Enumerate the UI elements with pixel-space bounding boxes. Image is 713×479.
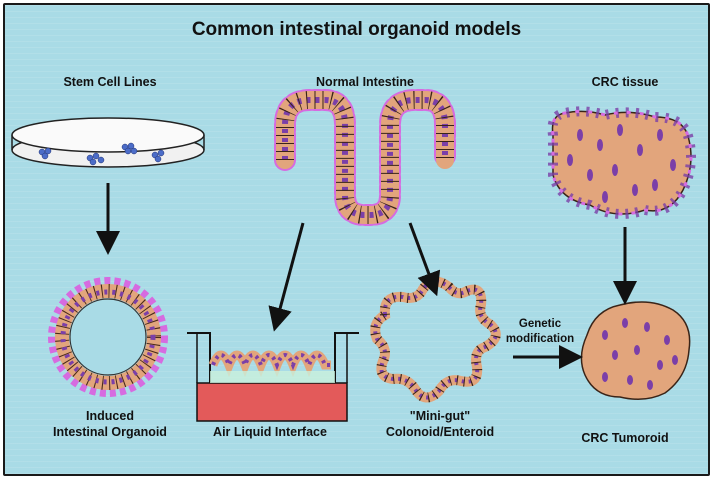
ali-label: Air Liquid Interface (213, 425, 327, 439)
air-liquid-interface-well (187, 332, 359, 422)
stem-cell-lines-label: Stem Cell Lines (63, 75, 157, 89)
genetic-modification-line2: modification (505, 333, 575, 345)
petri-dish-icon (11, 117, 205, 168)
figure-title: Common intestinal organoid models (191, 19, 522, 40)
genetic-modification-line1: Genetic (518, 318, 562, 330)
minigut-colonoid (370, 276, 501, 403)
background-texture (5, 5, 708, 474)
diagram-artwork (11, 89, 696, 422)
induced-label-line2: Intestinal Organoid (53, 425, 167, 439)
minigut-label-line1: "Mini-gut" (409, 409, 471, 423)
crc-tissue-label: CRC tissue (591, 75, 659, 89)
crc-tissue-mass (547, 106, 696, 219)
arrow-intestine-to-minigut (408, 222, 441, 297)
diagram-panel: Common intestinal organoid models Stem C… (3, 3, 710, 476)
arrow-intestine-to-ali (268, 222, 305, 332)
tumoroid-label: CRC Tumoroid (581, 431, 669, 445)
crc-tumoroid (580, 301, 691, 400)
induced-organoid-ring (48, 277, 168, 397)
normal-intestine-label: Normal Intestine (316, 75, 414, 89)
induced-label-line1: Induced (86, 409, 134, 423)
normal-intestine-villus (274, 89, 456, 226)
minigut-label-line2: Colonoid/Enteroid (385, 425, 495, 439)
